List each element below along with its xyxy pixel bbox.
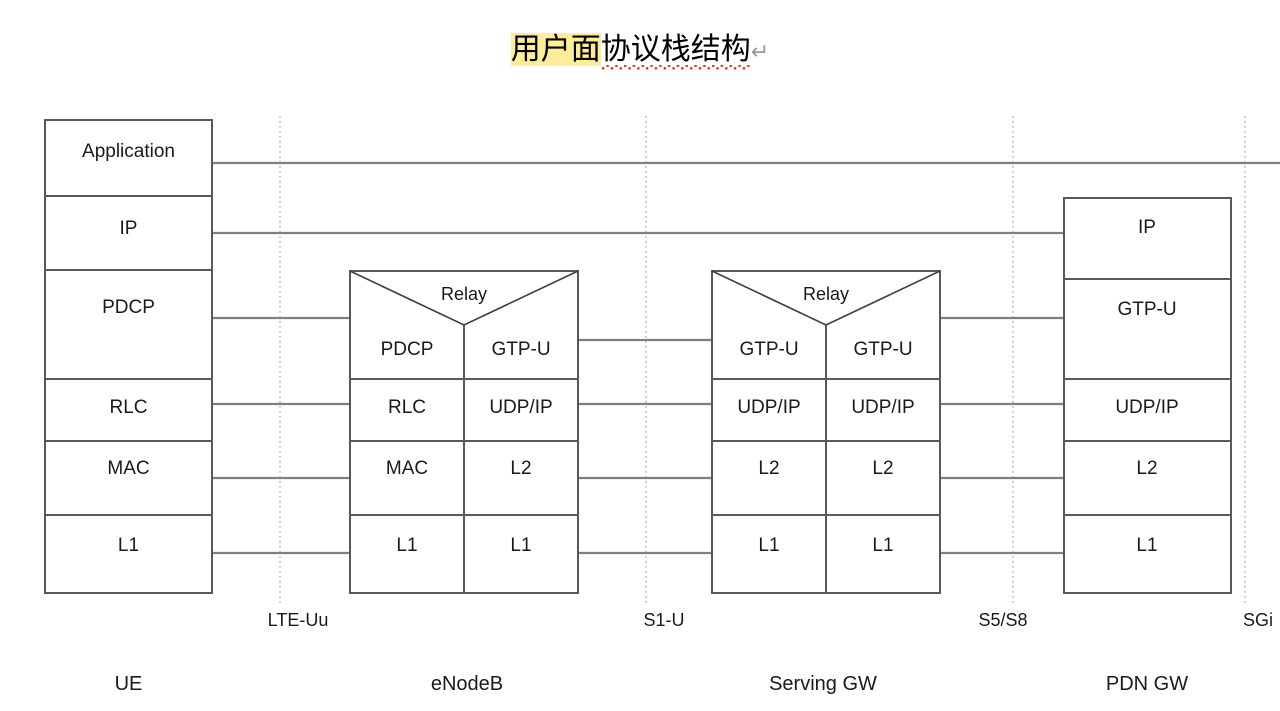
layer-label: L1 (758, 535, 779, 556)
node-stack-enodeb[interactable]: Relay PDCP RLC MAC L1 GTP-U UDP/IP L2 L1 (349, 270, 579, 594)
pdn-gw-stack-body (1064, 198, 1231, 593)
layer-label: IP (1138, 217, 1156, 238)
node-label-pdn-gw: PDN GW (1106, 673, 1188, 695)
title-rest-part: 协议栈结构 (600, 33, 751, 73)
layer-label: L1 (118, 535, 139, 556)
layer-label: Application (82, 141, 175, 162)
serving-gw-relay-label: Relay (803, 284, 849, 304)
layer-label: UDP/IP (737, 397, 800, 418)
enodeb-relay-label: Relay (441, 284, 487, 304)
interface-guidelines (279, 116, 1246, 605)
pdn-gw-stack-outline (1063, 197, 1232, 594)
layer-label: L1 (872, 535, 893, 556)
layer-label: L2 (1136, 458, 1157, 479)
node-stack-pdn-gw[interactable]: IP GTP-U UDP/IP L2 L1 (1063, 197, 1232, 594)
node-stack-serving-gw[interactable]: Relay GTP-U UDP/IP L2 L1 GTP-U UDP/IP L2… (711, 270, 941, 594)
ue-stack-body (45, 120, 212, 593)
layer-label: PDCP (381, 339, 434, 360)
interface-label-s5-s8: S5/S8 (978, 610, 1027, 630)
layer-label: PDCP (102, 297, 155, 318)
layer-label: L1 (1136, 535, 1157, 556)
paragraph-mark-icon: ↵ (750, 39, 770, 64)
layer-label: MAC (386, 458, 428, 479)
title-line: 用户面协议栈结构↵ (510, 33, 770, 66)
layer-label: MAC (107, 458, 149, 479)
layer-label: L2 (758, 458, 779, 479)
interface-label-sgi: SGi (1243, 610, 1273, 630)
interface-label-lte-uu: LTE-Uu (268, 610, 329, 630)
ue-stack-outline (44, 119, 213, 594)
interface-label-s1-u: S1-U (643, 610, 684, 630)
layer-label: UDP/IP (1115, 397, 1178, 418)
layer-label: UDP/IP (851, 397, 914, 418)
node-label-ue: UE (115, 673, 143, 695)
node-stack-ue[interactable]: Application IP PDCP RLC MAC L1 (44, 119, 213, 594)
layer-label: L1 (396, 535, 417, 556)
layer-label: RLC (109, 397, 147, 418)
layer-label: L2 (510, 458, 531, 479)
node-label-enodeb: eNodeB (431, 673, 503, 695)
layer-label: RLC (388, 397, 426, 418)
layer-label: L1 (510, 535, 531, 556)
layer-label: GTP-U (491, 339, 550, 360)
interface-labels: LTE-Uu S1-U S5/S8 SGi (268, 610, 1273, 630)
page-title: 用户面协议栈结构↵ (0, 22, 1280, 78)
layer-label: UDP/IP (489, 397, 552, 418)
layer-label: GTP-U (1117, 299, 1176, 320)
layer-label: GTP-U (853, 339, 912, 360)
node-labels: UE eNodeB Serving GW PDN GW (115, 673, 1189, 695)
layer-label: L2 (872, 458, 893, 479)
title-highlighted-part: 用户面 (510, 33, 601, 66)
layer-label: IP (120, 218, 138, 239)
connectors (212, 161, 1280, 555)
layer-label: GTP-U (739, 339, 798, 360)
node-label-serving-gw: Serving GW (769, 673, 877, 695)
